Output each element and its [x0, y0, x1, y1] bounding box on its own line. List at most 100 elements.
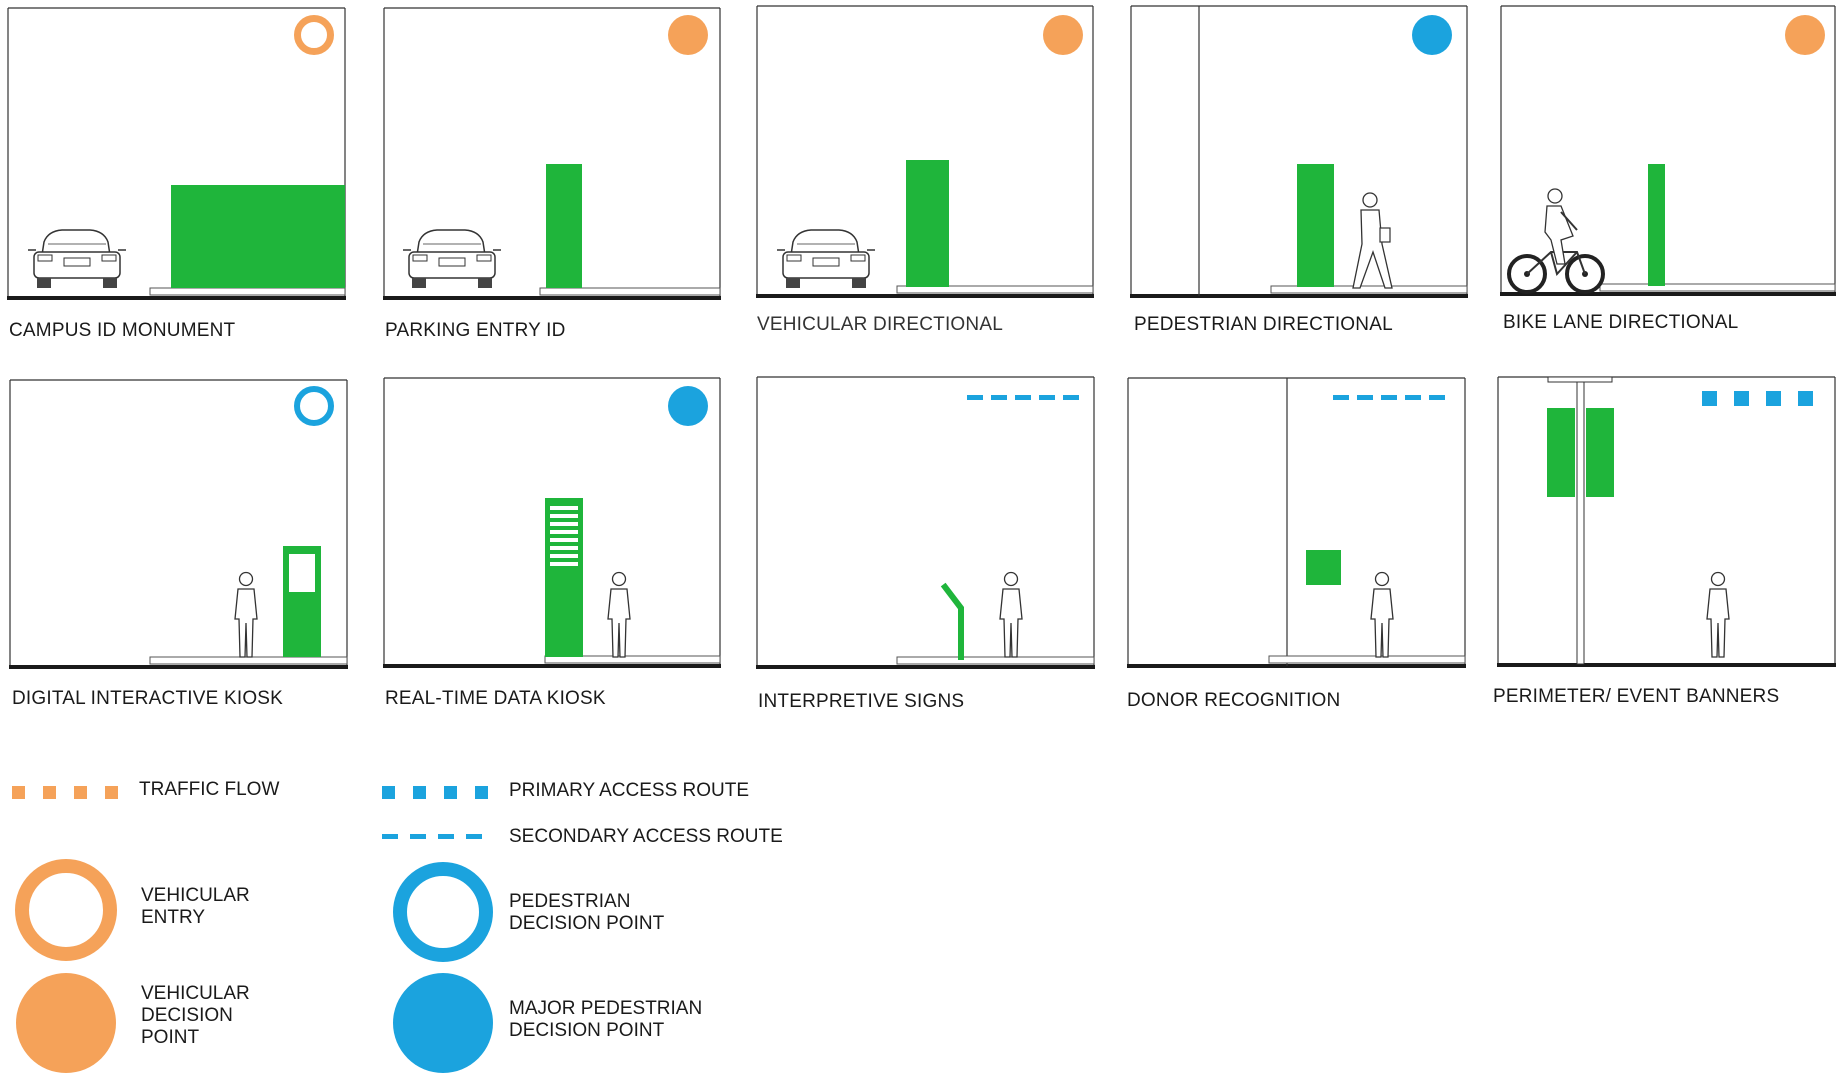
major-pedestrian-decision-point-marker	[668, 386, 708, 426]
sidewalk-curb	[149, 287, 346, 296]
car-icon	[777, 229, 875, 288]
light-pole-cap	[1547, 376, 1613, 383]
dash	[1039, 395, 1055, 400]
dash	[967, 395, 983, 400]
panel-perimeter-event-banners	[1497, 376, 1836, 667]
walking-person-icon	[1352, 192, 1393, 289]
display-line	[550, 562, 578, 566]
person-body	[1706, 588, 1730, 658]
panel-real-time-data-kiosk	[383, 377, 721, 668]
dash	[382, 834, 398, 839]
panel-vehicular-directional	[756, 5, 1094, 298]
dash	[1429, 395, 1445, 400]
bike-frame	[1526, 251, 1586, 277]
dash	[105, 786, 118, 799]
display-line	[550, 506, 578, 510]
car-tail-light	[850, 254, 866, 262]
legend-secondary-access-route-swatch	[382, 834, 482, 839]
person-icon	[1706, 571, 1730, 658]
car-icon	[28, 229, 126, 288]
display-line	[550, 530, 578, 534]
car-icon	[403, 229, 501, 288]
secondary-access-route-marker	[967, 395, 1079, 400]
dash	[410, 834, 426, 839]
dash	[1015, 395, 1031, 400]
sidewalk-curb	[896, 656, 1095, 665]
person-icon	[999, 571, 1023, 658]
label-digital-interactive-kiosk: DIGITAL INTERACTIVE KIOSK	[12, 688, 284, 709]
panel-donor-recognition	[1127, 377, 1466, 668]
label-perimeter-event-banners: PERIMETER/ EVENT BANNERS	[1493, 686, 1780, 707]
vehicular-decision-point-marker	[1785, 15, 1825, 55]
legend-label-major-pedestrian-decision-point: MAJOR PEDESTRIAN DECISION POINT	[509, 998, 703, 1041]
donor-recognition-plaque	[1306, 550, 1341, 585]
dash	[438, 834, 454, 839]
car-wheel-left	[412, 278, 426, 288]
legend-label-vehicular-decision-point: VEHICULAR DECISION POINT	[141, 983, 250, 1048]
legend-label-vehicular-entry: VEHICULAR ENTRY	[141, 885, 250, 928]
label-vehicular-directional: VEHICULAR DIRECTIONAL	[757, 314, 1003, 335]
dash	[1333, 395, 1349, 400]
dash	[1357, 395, 1373, 400]
banner-left	[1547, 408, 1575, 497]
sidewalk-curb	[1268, 655, 1466, 664]
car-wheel-right	[852, 278, 866, 288]
person-head	[1003, 571, 1019, 587]
car-license-plate	[812, 257, 840, 267]
data-kiosk-display-lines	[550, 506, 578, 566]
dash	[12, 786, 25, 799]
car-tail-light	[101, 254, 117, 262]
sidewalk-curb	[896, 285, 1094, 294]
dash	[466, 834, 482, 839]
label-bike-lane-directional: BIKE LANE DIRECTIONAL	[1503, 312, 1739, 333]
bike-lane-sign	[1648, 164, 1665, 286]
panel-pedestrian-directional	[1130, 5, 1468, 298]
label-real-time-data-kiosk: REAL-TIME DATA KIOSK	[385, 688, 606, 709]
dash	[1063, 395, 1079, 400]
person-body	[234, 588, 258, 658]
vehicular-entry-marker	[294, 15, 334, 55]
cyclist-icon	[1507, 188, 1605, 294]
dash	[475, 786, 488, 799]
person-icon	[234, 571, 258, 658]
dash	[382, 786, 395, 799]
major-pedestrian-decision-point-marker	[1412, 15, 1452, 55]
panel-bike-lane-directional	[1500, 5, 1836, 296]
legend-label-primary-access-route: PRIMARY ACCESS ROUTE	[509, 780, 750, 801]
parking-entry-sign	[546, 164, 582, 288]
car-tail-light	[37, 254, 53, 262]
person-head	[1374, 571, 1390, 587]
light-pole	[1576, 381, 1585, 665]
pedestrian-decision-point-marker	[294, 386, 334, 426]
dash	[1702, 391, 1717, 406]
person-head	[611, 571, 627, 587]
car-wheel-right	[103, 278, 117, 288]
panel-digital-interactive-kiosk	[9, 379, 348, 669]
legend-primary-access-route-swatch	[382, 786, 488, 799]
display-line	[550, 522, 578, 526]
car-tail-light	[476, 254, 492, 262]
car-license-plate	[438, 257, 466, 267]
dash	[1766, 391, 1781, 406]
person-body	[1352, 209, 1393, 289]
dash	[444, 786, 457, 799]
legend-label-secondary-access-route: SECONDARY ACCESS ROUTE	[509, 826, 783, 847]
sidewalk-curb	[149, 656, 348, 665]
legend-traffic-flow-swatch	[12, 786, 118, 799]
display-line	[550, 554, 578, 558]
sidewalk-curb	[544, 655, 721, 664]
legend-label-pedestrian-decision-point: PEDESTRIAN DECISION POINT	[509, 891, 665, 934]
car-wheel-right	[478, 278, 492, 288]
monument-sign	[171, 185, 345, 288]
pedestrian-directional-sign	[1297, 164, 1334, 287]
label-parking-entry-id: PARKING ENTRY ID	[385, 320, 566, 341]
car-wheel-left	[786, 278, 800, 288]
person-head	[1362, 192, 1378, 208]
person-body	[1370, 588, 1394, 658]
label-campus-id-monument: CAMPUS ID MONUMENT	[9, 320, 236, 341]
vehicular-decision-point-marker	[668, 15, 708, 55]
dash	[413, 786, 426, 799]
dash	[991, 395, 1007, 400]
